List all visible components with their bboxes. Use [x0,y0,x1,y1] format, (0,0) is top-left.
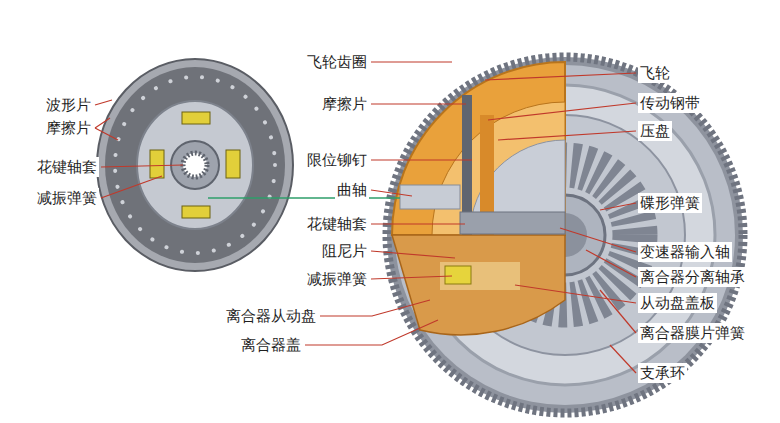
part-label: 变速器输入轴 [638,242,732,262]
part-label: 摩擦片 [320,94,369,114]
part-label: 支承环 [638,363,687,383]
part-label: 从动盘盖板 [638,293,717,313]
leader-lines [95,62,636,373]
part-label: 飞轮齿圈 [305,52,369,72]
part-label: 波形片 [44,95,93,115]
part-label: 曲轴 [335,180,369,200]
part-label: 减振弹簧 [35,188,99,208]
clutch-assembly [387,57,743,413]
part-label: 阻尼片 [320,241,369,261]
part-label: 传动钢带 [638,93,702,113]
part-label: 碟形弹簧 [638,193,702,213]
part-label: 离合器从动盘 [224,306,318,326]
part-label: 压盘 [638,121,672,141]
part-label: 摩擦片 [44,118,93,138]
guide-line [208,197,400,199]
clutch-disc [97,59,293,271]
part-label: 离合器分离轴承 [638,267,747,287]
part-label: 花键轴套 [305,214,369,234]
part-label: 减振弹簧 [305,269,369,289]
part-label: 离合器盖 [239,335,303,355]
part-label: 花键轴套 [35,157,99,177]
part-label: 离合器膜片弹簧 [638,323,747,343]
part-label: 飞轮 [638,63,672,83]
part-label: 限位铆钉 [305,150,369,170]
